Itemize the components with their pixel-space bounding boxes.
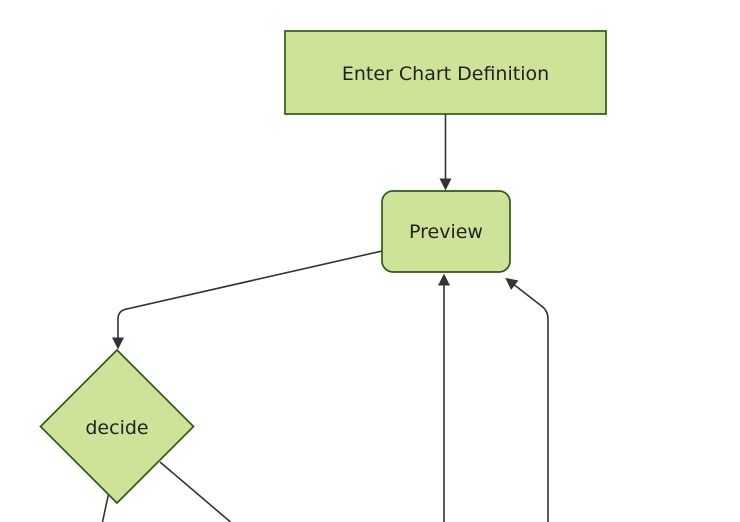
node-decide-label: decide [85, 417, 148, 439]
edge-decide-to-offscreen-bottom-left [101, 493, 110, 522]
node-decide-shape [39, 348, 195, 505]
node-enter-chart-definition-label: Enter Chart Definition [342, 63, 549, 85]
node-preview: Preview [381, 190, 511, 273]
edge-decide-to-offscreen-bottom-right [159, 461, 232, 522]
edge-preview-to-decide [112, 250, 383, 350]
node-decide: decide [39, 348, 195, 505]
node-enter-chart-definition: Enter Chart Definition [284, 30, 607, 115]
node-enter-chart-definition-shape [284, 30, 607, 115]
edge-offscreen-right-to-preview-corner [505, 277, 549, 522]
node-preview-shape [381, 190, 511, 273]
node-preview-label: Preview [409, 221, 483, 243]
